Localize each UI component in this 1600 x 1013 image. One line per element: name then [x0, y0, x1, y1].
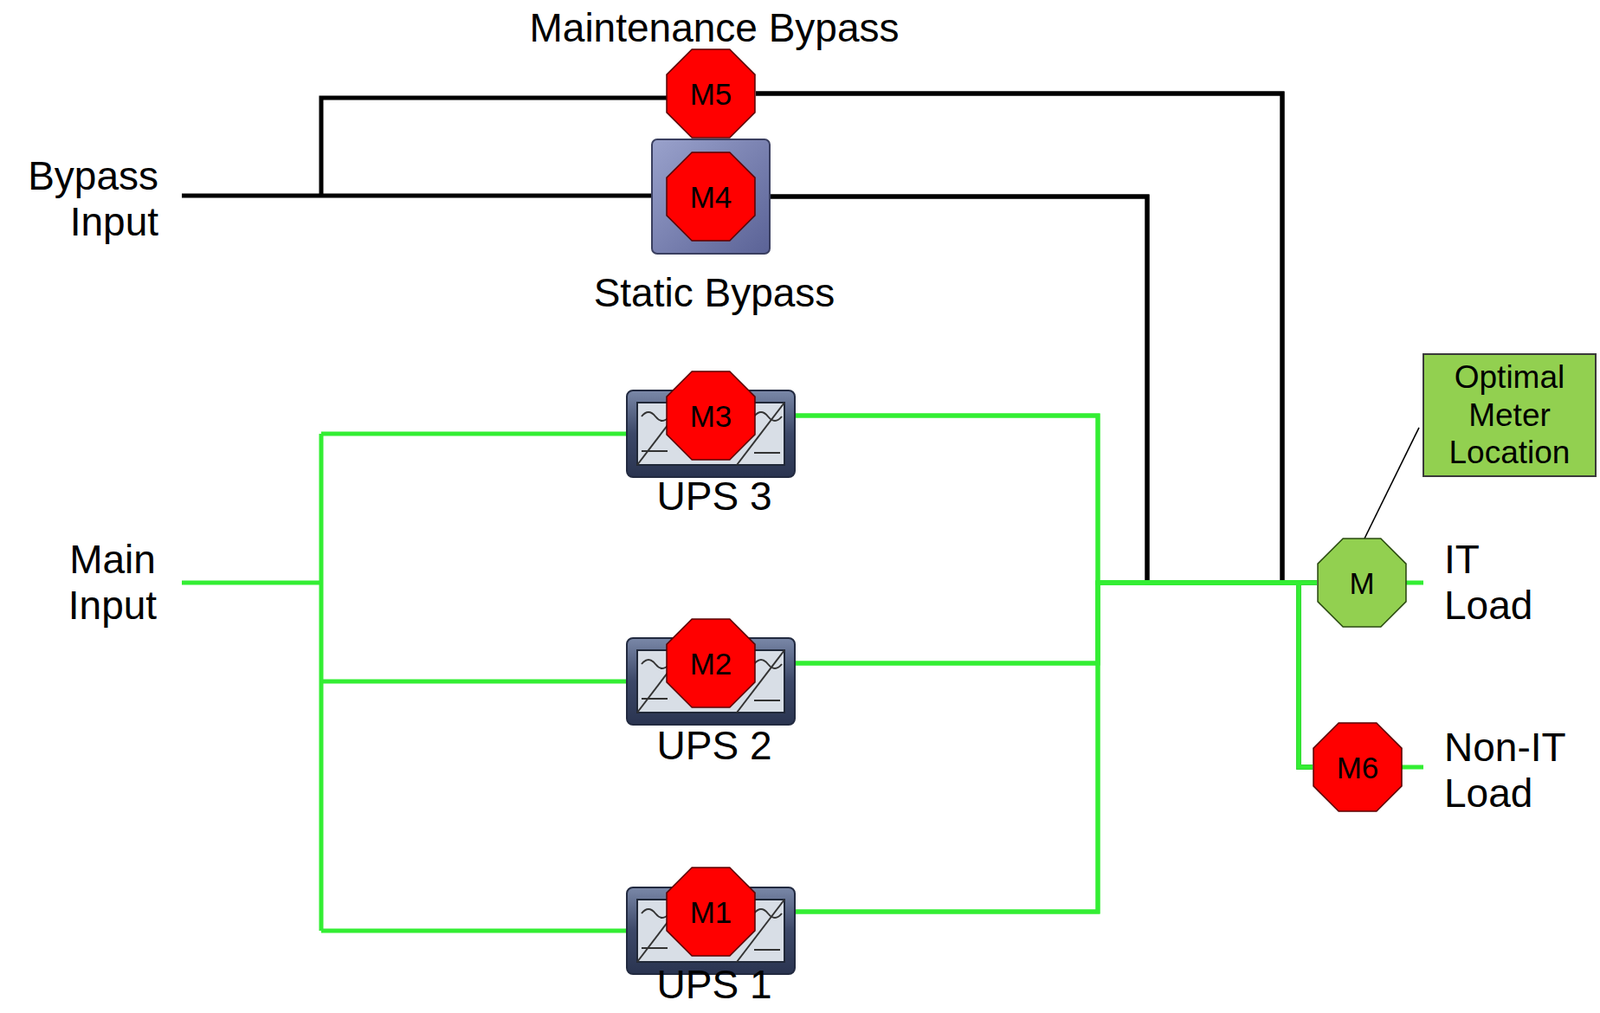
power-wire — [755, 582, 1313, 912]
meter-label: M6 — [1336, 752, 1380, 783]
meter-octagon: M3 — [665, 370, 756, 461]
meter-octagon: M2 — [665, 618, 756, 709]
meter-octagon: M4 — [665, 151, 756, 242]
meter-label: M3 — [690, 400, 733, 432]
diagram-label: Bypass Input — [6, 153, 159, 246]
power-wire — [755, 196, 1317, 583]
power-wire — [755, 93, 1313, 768]
meter-octagon: M1 — [665, 866, 756, 957]
meter-label: M1 — [690, 896, 733, 928]
diagram-label: UPS 3 — [657, 473, 773, 520]
power-wire — [755, 196, 1313, 768]
power-wire — [755, 582, 1313, 768]
meter-octagon: M6 — [1312, 722, 1403, 813]
callout-box: Optimal Meter Location — [1422, 353, 1597, 478]
diagram-label: Non-IT Load — [1444, 724, 1596, 818]
power-wire — [755, 582, 1317, 664]
diagram-label: Main Input — [55, 536, 170, 630]
power-wire — [755, 93, 1317, 583]
meter-octagon: M5 — [665, 48, 756, 139]
diagram-label: IT Load — [1444, 536, 1542, 630]
power-wire — [755, 415, 1313, 768]
callout-text: Optimal Meter Location — [1429, 358, 1590, 472]
diagram-label: Static Bypass — [593, 270, 836, 317]
diagram-label: UPS 1 — [657, 961, 773, 1008]
leader-line — [1363, 427, 1420, 541]
diagram-label: UPS 2 — [657, 722, 773, 769]
diagram-label: Maintenance Bypass — [529, 5, 899, 52]
meter-label: M5 — [690, 78, 733, 110]
power-wire — [755, 415, 1317, 583]
meter-label: M2 — [690, 648, 733, 679]
meter-label: M — [1348, 567, 1375, 599]
meter-label: M4 — [690, 181, 733, 213]
optimal-meter: M — [1316, 537, 1407, 628]
power-wire — [755, 582, 1317, 912]
